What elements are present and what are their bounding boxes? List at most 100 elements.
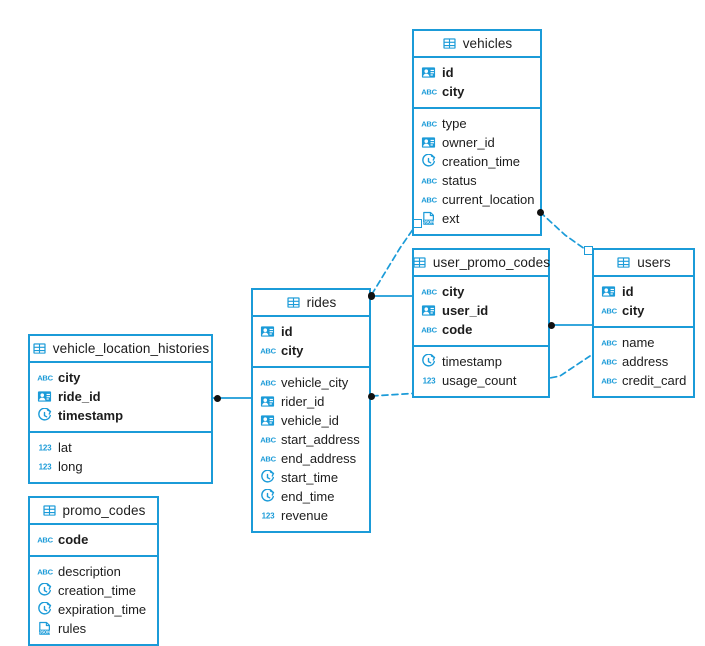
123-number-icon: 123 xyxy=(260,508,276,523)
field-row[interactable]: vehicle_id xyxy=(253,411,369,430)
field-name: city xyxy=(442,84,465,99)
field-row[interactable]: 123 revenue xyxy=(253,506,369,525)
table-header[interactable]: vehicle_location_histories xyxy=(30,336,211,363)
field-name: status xyxy=(442,173,477,188)
field-name: start_time xyxy=(281,470,339,485)
abc-text-icon: ABC xyxy=(260,343,276,358)
field-row[interactable]: end_time xyxy=(253,487,369,506)
field-row[interactable]: creation_time xyxy=(414,152,540,171)
field-name: rider_id xyxy=(281,394,325,409)
field-name: name xyxy=(622,335,655,350)
field-row[interactable]: creation_time xyxy=(30,581,157,600)
field-name: ride_id xyxy=(58,389,101,404)
table-header[interactable]: user_promo_codes xyxy=(412,250,550,277)
field-name: lat xyxy=(58,440,72,455)
field-row[interactable]: ABC city xyxy=(253,341,369,360)
field-name: owner_id xyxy=(442,135,495,150)
table-header[interactable]: rides xyxy=(253,290,369,317)
relationship-vehicles-to-users xyxy=(539,211,590,253)
id-badge-icon xyxy=(601,284,616,299)
svg-text:ABC: ABC xyxy=(421,120,437,129)
field-row[interactable]: expiration_time xyxy=(30,600,157,619)
field-name: timestamp xyxy=(58,408,124,423)
field-row[interactable]: id xyxy=(253,322,369,341)
field-row[interactable]: start_time xyxy=(253,468,369,487)
field-name: code xyxy=(58,532,89,547)
abc-text-icon: ABC xyxy=(421,192,437,207)
abc-text-icon: ABC xyxy=(601,354,617,369)
svg-text:ABC: ABC xyxy=(601,339,617,348)
field-row[interactable]: id xyxy=(414,63,540,82)
table-icon xyxy=(32,341,47,356)
field-row[interactable]: ride_id xyxy=(30,387,211,406)
abc-text-icon: ABC xyxy=(260,375,276,390)
field-name: city xyxy=(442,284,465,299)
abc-text-icon: ABC xyxy=(601,303,617,318)
field-name: rules xyxy=(58,621,87,636)
field-row[interactable]: owner_id xyxy=(414,133,540,152)
field-name: start_address xyxy=(281,432,360,447)
field-name: revenue xyxy=(281,508,328,523)
field-row[interactable]: user_id xyxy=(414,301,548,320)
field-row[interactable]: ABC start_address xyxy=(253,430,369,449)
123-number-icon: 123 xyxy=(37,459,53,474)
field-row[interactable]: 123 lat xyxy=(30,438,211,457)
svg-text:ABC: ABC xyxy=(260,455,276,464)
field-row[interactable]: timestamp xyxy=(414,352,548,371)
table-icon xyxy=(412,255,427,270)
field-row[interactable]: ABC city xyxy=(594,301,693,320)
field-name: city xyxy=(622,303,645,318)
table-header[interactable]: promo_codes xyxy=(30,498,157,525)
field-row[interactable]: timestamp xyxy=(30,406,211,425)
table-header[interactable]: vehicles xyxy=(414,31,540,58)
id-badge-icon xyxy=(260,413,275,428)
table-header[interactable]: users xyxy=(594,250,693,277)
field-row[interactable]: ABC name xyxy=(594,333,693,352)
one-square-marker-vehicles-to-users xyxy=(584,246,593,255)
id-badge-icon xyxy=(260,324,275,339)
field-row[interactable]: rider_id xyxy=(253,392,369,411)
svg-text:ABC: ABC xyxy=(421,196,437,205)
json-document-icon: JSON xyxy=(421,211,436,226)
svg-text:123: 123 xyxy=(39,444,52,453)
table-icon xyxy=(442,36,457,51)
field-row[interactable]: id xyxy=(594,282,693,301)
svg-text:ABC: ABC xyxy=(260,436,276,445)
field-name: city xyxy=(281,343,304,358)
svg-text:JSON: JSON xyxy=(423,219,434,224)
svg-text:ABC: ABC xyxy=(601,358,617,367)
clock-icon xyxy=(260,470,275,485)
